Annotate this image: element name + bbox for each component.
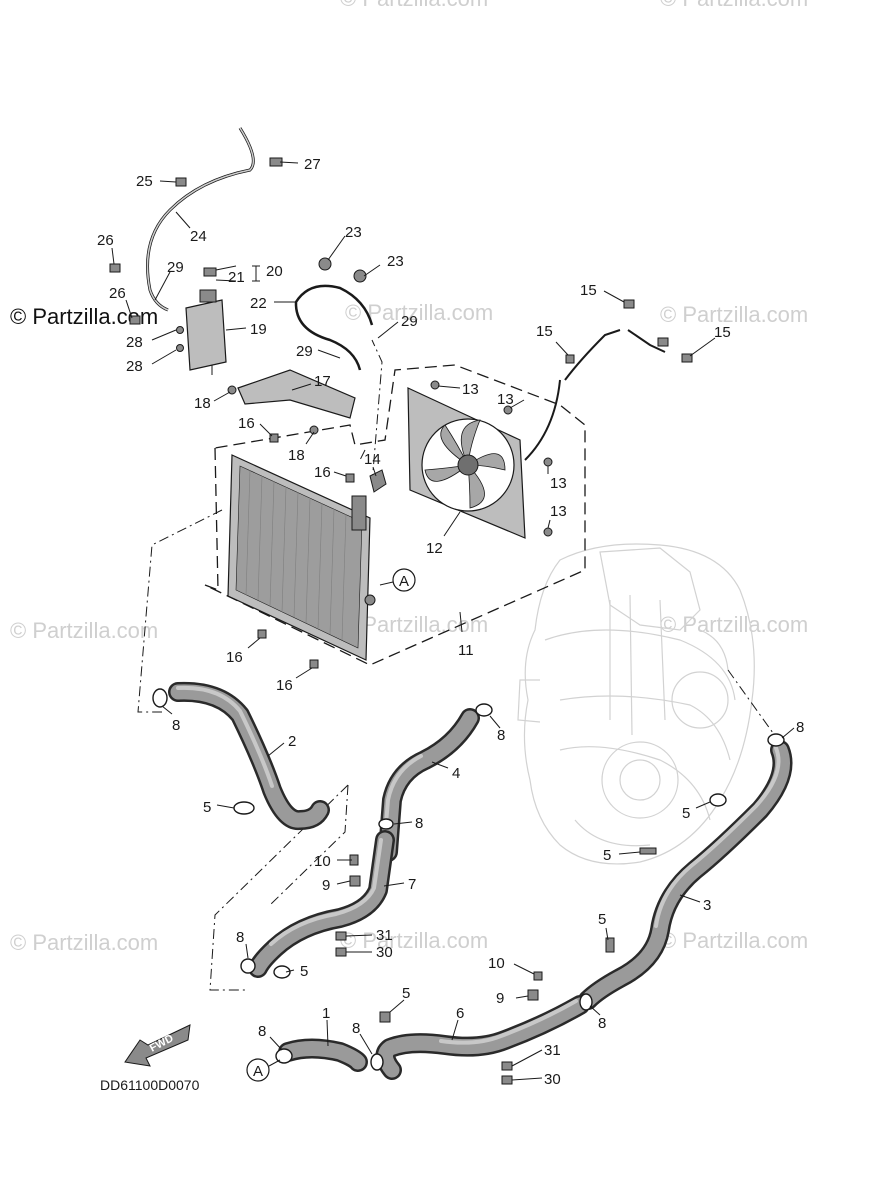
callout-8: 8	[497, 727, 505, 744]
callout-13: 13	[550, 475, 567, 492]
callout-numbers: 27 25 24 26 29 21 20 26 19 28 28 22 23 2…	[97, 156, 804, 1088]
callout-14: 14	[364, 451, 381, 468]
callout-7: 7	[408, 876, 416, 893]
engine-illustration	[517, 543, 755, 865]
callout-26: 26	[109, 285, 126, 302]
callout-5: 5	[402, 985, 410, 1002]
watermarks: © Partzilla.com © Partzilla.com © Partzi…	[10, 0, 808, 955]
reference-marker-a: A A	[246, 568, 416, 1082]
callout-15: 15	[580, 282, 597, 299]
callout-31: 31	[544, 1042, 561, 1059]
cooling-fan	[407, 387, 526, 539]
callout-16: 16	[314, 464, 331, 481]
watermark: © Partzilla.com	[660, 302, 808, 327]
callout-8: 8	[236, 929, 244, 946]
callout-30: 30	[544, 1071, 561, 1088]
callout-8: 8	[258, 1023, 266, 1040]
callout-8: 8	[598, 1015, 606, 1032]
callout-13: 13	[497, 391, 514, 408]
callout-5: 5	[682, 805, 690, 822]
callout-18: 18	[194, 395, 211, 412]
callout-27: 27	[304, 156, 321, 173]
hose-2	[168, 681, 330, 831]
callout-28: 28	[126, 334, 143, 351]
callout-15: 15	[714, 324, 731, 341]
watermark: © Partzilla.com	[10, 618, 158, 643]
callout-1: 1	[322, 1005, 330, 1022]
callout-12: 12	[426, 540, 443, 557]
leader-lines	[111, 161, 795, 1081]
callout-8: 8	[796, 719, 804, 736]
callout-23: 23	[387, 253, 404, 270]
watermark: © Partzilla.com	[660, 612, 808, 637]
callout-28: 28	[126, 358, 143, 375]
watermark: © Partzilla.com	[340, 0, 488, 11]
callout-6: 6	[456, 1005, 464, 1022]
callout-10: 10	[314, 853, 331, 870]
callout-23: 23	[345, 224, 362, 241]
callout-17: 17	[314, 373, 331, 390]
callout-22: 22	[250, 295, 267, 312]
diagram-code: DD61100D0070	[100, 1077, 200, 1093]
callout-4: 4	[452, 765, 460, 782]
radiator-group-outline	[204, 364, 586, 666]
reservoir-tank	[185, 267, 227, 371]
callout-8: 8	[415, 815, 423, 832]
callout-8: 8	[352, 1020, 360, 1037]
callout-9: 9	[496, 990, 504, 1007]
callout-25: 25	[136, 173, 153, 190]
callout-19: 19	[250, 321, 267, 338]
watermark: © Partzilla.com	[660, 928, 808, 953]
fwd-arrow: FWD	[124, 1024, 191, 1067]
callout-29: 29	[296, 343, 313, 360]
callout-29: 29	[167, 259, 184, 276]
watermark: © Partzilla.com	[340, 928, 488, 953]
callout-3: 3	[703, 897, 711, 914]
radiator	[227, 454, 376, 661]
callout-2: 2	[288, 733, 296, 750]
callout-16: 16	[276, 677, 293, 694]
callout-9: 9	[322, 877, 330, 894]
callout-15: 15	[536, 323, 553, 340]
callout-21: 21	[228, 269, 245, 286]
fasteners	[109, 157, 693, 669]
callout-16: 16	[226, 649, 243, 666]
callout-8: 8	[172, 717, 180, 734]
callout-10: 10	[488, 955, 505, 972]
callout-31: 31	[376, 927, 393, 944]
callout-30: 30	[376, 944, 393, 961]
guide-lines	[137, 320, 779, 991]
callout-5: 5	[598, 911, 606, 928]
callout-20: 20	[266, 263, 283, 280]
callout-5: 5	[300, 963, 308, 980]
breather-hoses	[146, 127, 666, 461]
callout-5: 5	[203, 799, 211, 816]
callout-16: 16	[238, 415, 255, 432]
callout-5: 5	[603, 847, 611, 864]
callout-29: 29	[401, 313, 418, 330]
callout-11: 11	[458, 642, 474, 659]
callout-26: 26	[97, 232, 114, 249]
bracket	[237, 369, 356, 419]
callout-13: 13	[550, 503, 567, 520]
watermark: © Partzilla.com	[660, 0, 808, 11]
marker-a-label: A	[399, 573, 409, 590]
marker-a-label: A	[253, 1063, 263, 1080]
callout-13: 13	[462, 381, 479, 398]
watermark: © Partzilla.com	[10, 930, 158, 955]
callout-24: 24	[190, 228, 207, 245]
callout-18: 18	[288, 447, 305, 464]
